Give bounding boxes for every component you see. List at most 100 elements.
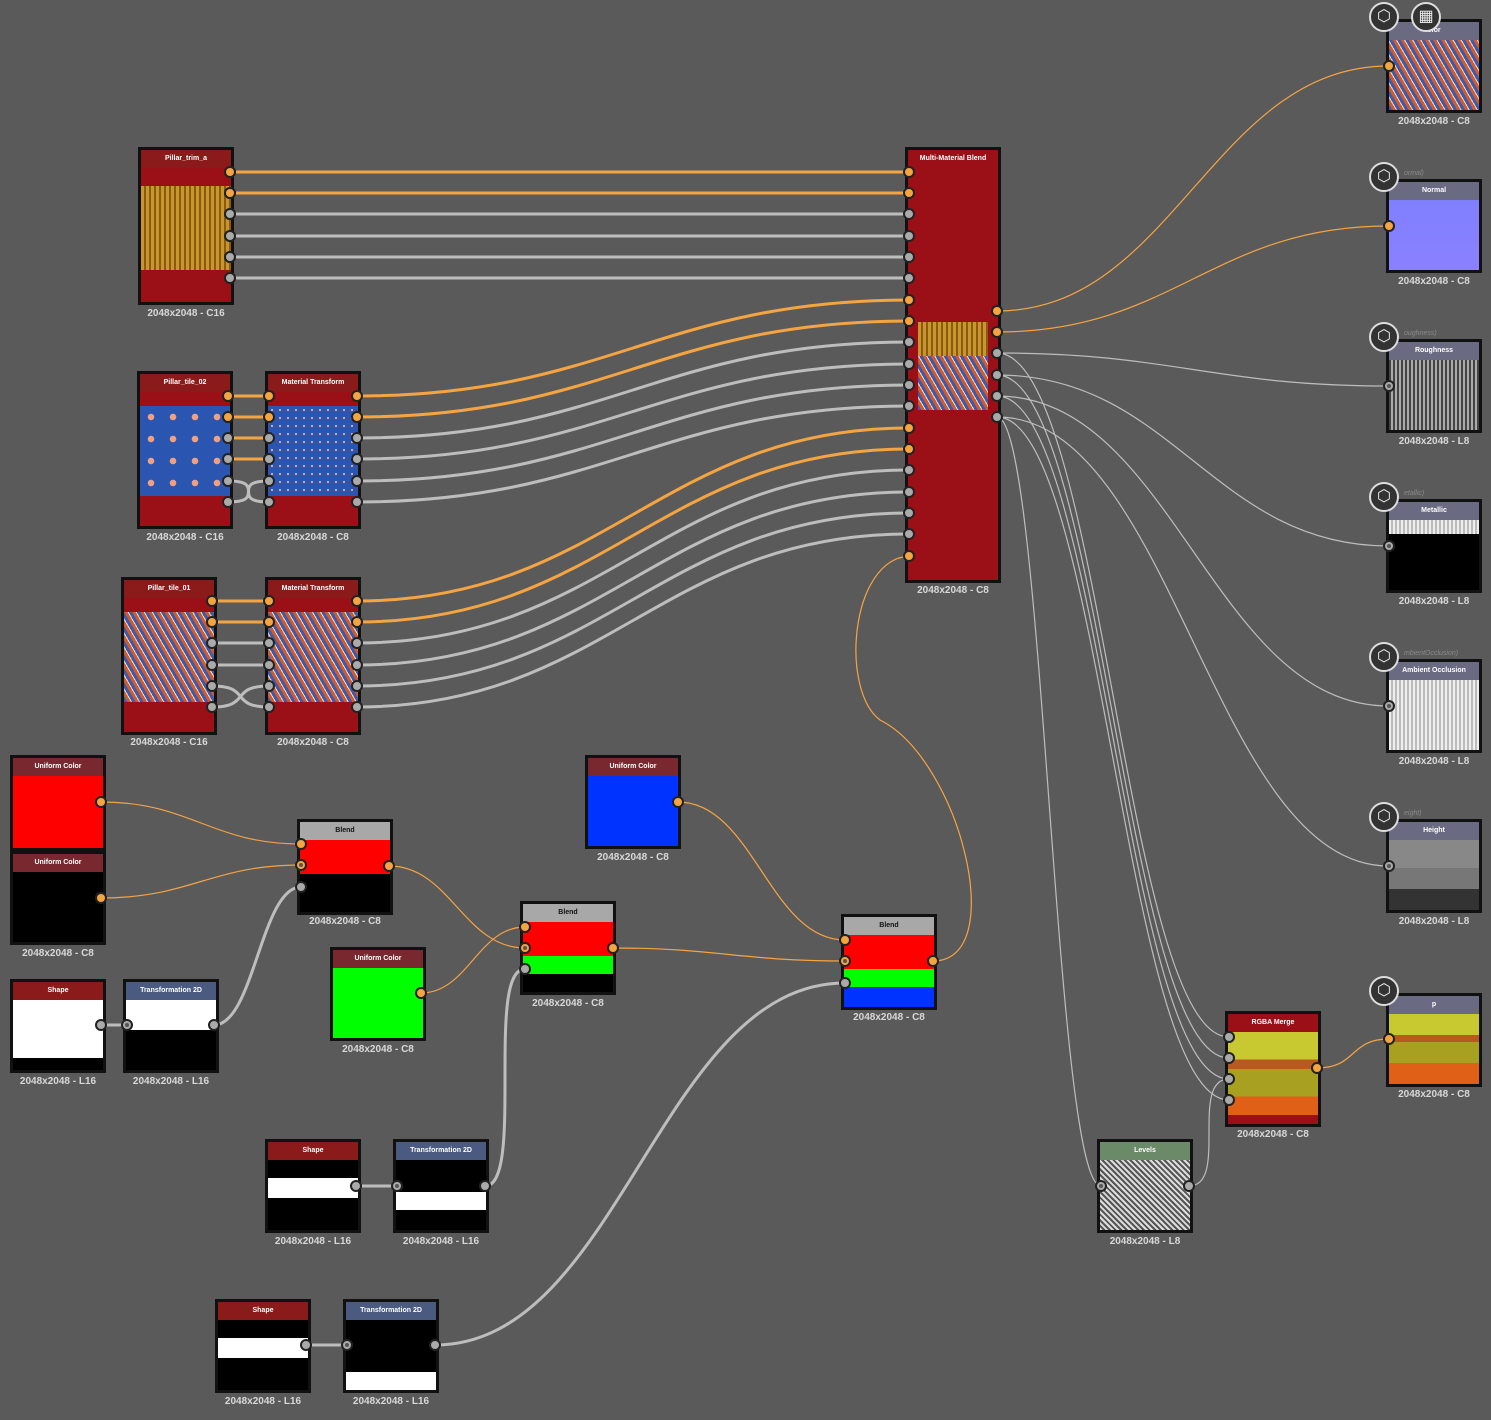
connector-port[interactable] — [519, 963, 531, 975]
connector-port[interactable] — [1383, 540, 1395, 552]
connector-port[interactable] — [903, 486, 915, 498]
node-output-height[interactable]: Height — [1386, 819, 1482, 913]
connector-port[interactable] — [1383, 860, 1395, 872]
connector-port[interactable] — [1223, 1052, 1235, 1064]
connector-port[interactable] — [351, 390, 363, 402]
connector-port[interactable] — [1311, 1062, 1323, 1074]
connector-port[interactable] — [903, 187, 915, 199]
node-uniform-color-green[interactable]: Uniform Color — [330, 947, 426, 1041]
connector-port[interactable] — [1183, 1180, 1195, 1192]
connector-port[interactable] — [672, 796, 684, 808]
connector-port[interactable] — [991, 390, 1003, 402]
connector-port[interactable] — [222, 475, 234, 487]
checker-icon[interactable]: ▦ — [1411, 2, 1441, 32]
connector-port[interactable] — [350, 1180, 362, 1192]
connector-port[interactable] — [263, 496, 275, 508]
node-output-normal[interactable]: Normal — [1386, 179, 1482, 273]
connector-port[interactable] — [121, 1019, 133, 1031]
connector-port[interactable] — [206, 701, 218, 713]
node-shape-1[interactable]: Shape — [10, 979, 106, 1073]
connector-port[interactable] — [391, 1180, 403, 1192]
connector-port[interactable] — [903, 550, 915, 562]
node-shape-2[interactable]: Shape — [265, 1139, 361, 1233]
connector-port[interactable] — [222, 496, 234, 508]
connector-port[interactable] — [519, 942, 531, 954]
connector-port[interactable] — [429, 1339, 441, 1351]
connector-port[interactable] — [839, 934, 851, 946]
connector-port[interactable] — [263, 390, 275, 402]
node-pillar-trim[interactable]: Pillar_trim_a — [138, 147, 234, 305]
connector-port[interactable] — [263, 475, 275, 487]
connector-port[interactable] — [927, 955, 939, 967]
node-transformation-2d-2[interactable]: Transformation 2D — [393, 1139, 489, 1233]
connector-port[interactable] — [263, 453, 275, 465]
connector-port[interactable] — [351, 411, 363, 423]
connector-port[interactable] — [263, 432, 275, 444]
connector-port[interactable] — [263, 637, 275, 649]
connector-port[interactable] — [383, 860, 395, 872]
connector-port[interactable] — [903, 358, 915, 370]
connector-port[interactable] — [839, 955, 851, 967]
cube-icon[interactable]: ⬡ — [1369, 162, 1399, 192]
node-transformation-2d-3[interactable]: Transformation 2D — [343, 1299, 439, 1393]
connector-port[interactable] — [224, 251, 236, 263]
connector-port[interactable] — [1095, 1180, 1107, 1192]
node-transformation-2d-1[interactable]: Transformation 2D — [123, 979, 219, 1073]
node-uniform-color-blue[interactable]: Uniform Color — [585, 755, 681, 849]
connector-port[interactable] — [222, 453, 234, 465]
connector-port[interactable] — [415, 987, 427, 999]
connector-port[interactable] — [263, 680, 275, 692]
connector-port[interactable] — [295, 838, 307, 850]
cube-icon[interactable]: ⬡ — [1369, 976, 1399, 1006]
node-pillar-tile-02[interactable]: Pillar_tile_02 — [137, 371, 233, 529]
connector-port[interactable] — [300, 1339, 312, 1351]
connector-port[interactable] — [224, 166, 236, 178]
connector-port[interactable] — [903, 336, 915, 348]
connector-port[interactable] — [206, 680, 218, 692]
node-material-transform-1[interactable]: Material Transform — [265, 371, 361, 529]
connector-port[interactable] — [839, 977, 851, 989]
connector-port[interactable] — [351, 701, 363, 713]
connector-port[interactable] — [903, 166, 915, 178]
connector-port[interactable] — [903, 208, 915, 220]
cube-icon[interactable]: ⬡ — [1369, 642, 1399, 672]
connector-port[interactable] — [263, 701, 275, 713]
connector-port[interactable] — [903, 422, 915, 434]
connector-port[interactable] — [222, 411, 234, 423]
connector-port[interactable] — [903, 528, 915, 540]
connector-port[interactable] — [206, 595, 218, 607]
cube-icon[interactable]: ⬡ — [1369, 802, 1399, 832]
connector-port[interactable] — [206, 616, 218, 628]
connector-port[interactable] — [1383, 220, 1395, 232]
node-rgba-merge[interactable]: RGBA Merge — [1225, 1011, 1321, 1127]
connector-port[interactable] — [991, 347, 1003, 359]
cube-icon[interactable]: ⬡ — [1369, 2, 1399, 32]
connector-port[interactable] — [224, 272, 236, 284]
connector-port[interactable] — [351, 637, 363, 649]
connector-port[interactable] — [206, 637, 218, 649]
connector-port[interactable] — [903, 294, 915, 306]
connector-port[interactable] — [991, 305, 1003, 317]
connector-port[interactable] — [1383, 60, 1395, 72]
connector-port[interactable] — [1383, 1033, 1395, 1045]
connector-port[interactable] — [991, 369, 1003, 381]
node-output-metallic[interactable]: Metallic — [1386, 499, 1482, 593]
connector-port[interactable] — [224, 230, 236, 242]
node-levels[interactable]: Levels — [1097, 1139, 1193, 1233]
connector-port[interactable] — [607, 942, 619, 954]
node-output-basecolor[interactable]: olor — [1386, 19, 1482, 113]
connector-port[interactable] — [903, 400, 915, 412]
connector-port[interactable] — [351, 680, 363, 692]
node-output-p[interactable]: p — [1386, 993, 1482, 1087]
connector-port[interactable] — [295, 881, 307, 893]
connector-port[interactable] — [1383, 700, 1395, 712]
connector-port[interactable] — [263, 659, 275, 671]
connector-port[interactable] — [206, 659, 218, 671]
connector-port[interactable] — [351, 659, 363, 671]
connector-port[interactable] — [351, 496, 363, 508]
connector-port[interactable] — [519, 921, 531, 933]
node-shape-3[interactable]: Shape — [215, 1299, 311, 1393]
connector-port[interactable] — [903, 315, 915, 327]
connector-port[interactable] — [903, 272, 915, 284]
connector-port[interactable] — [351, 475, 363, 487]
